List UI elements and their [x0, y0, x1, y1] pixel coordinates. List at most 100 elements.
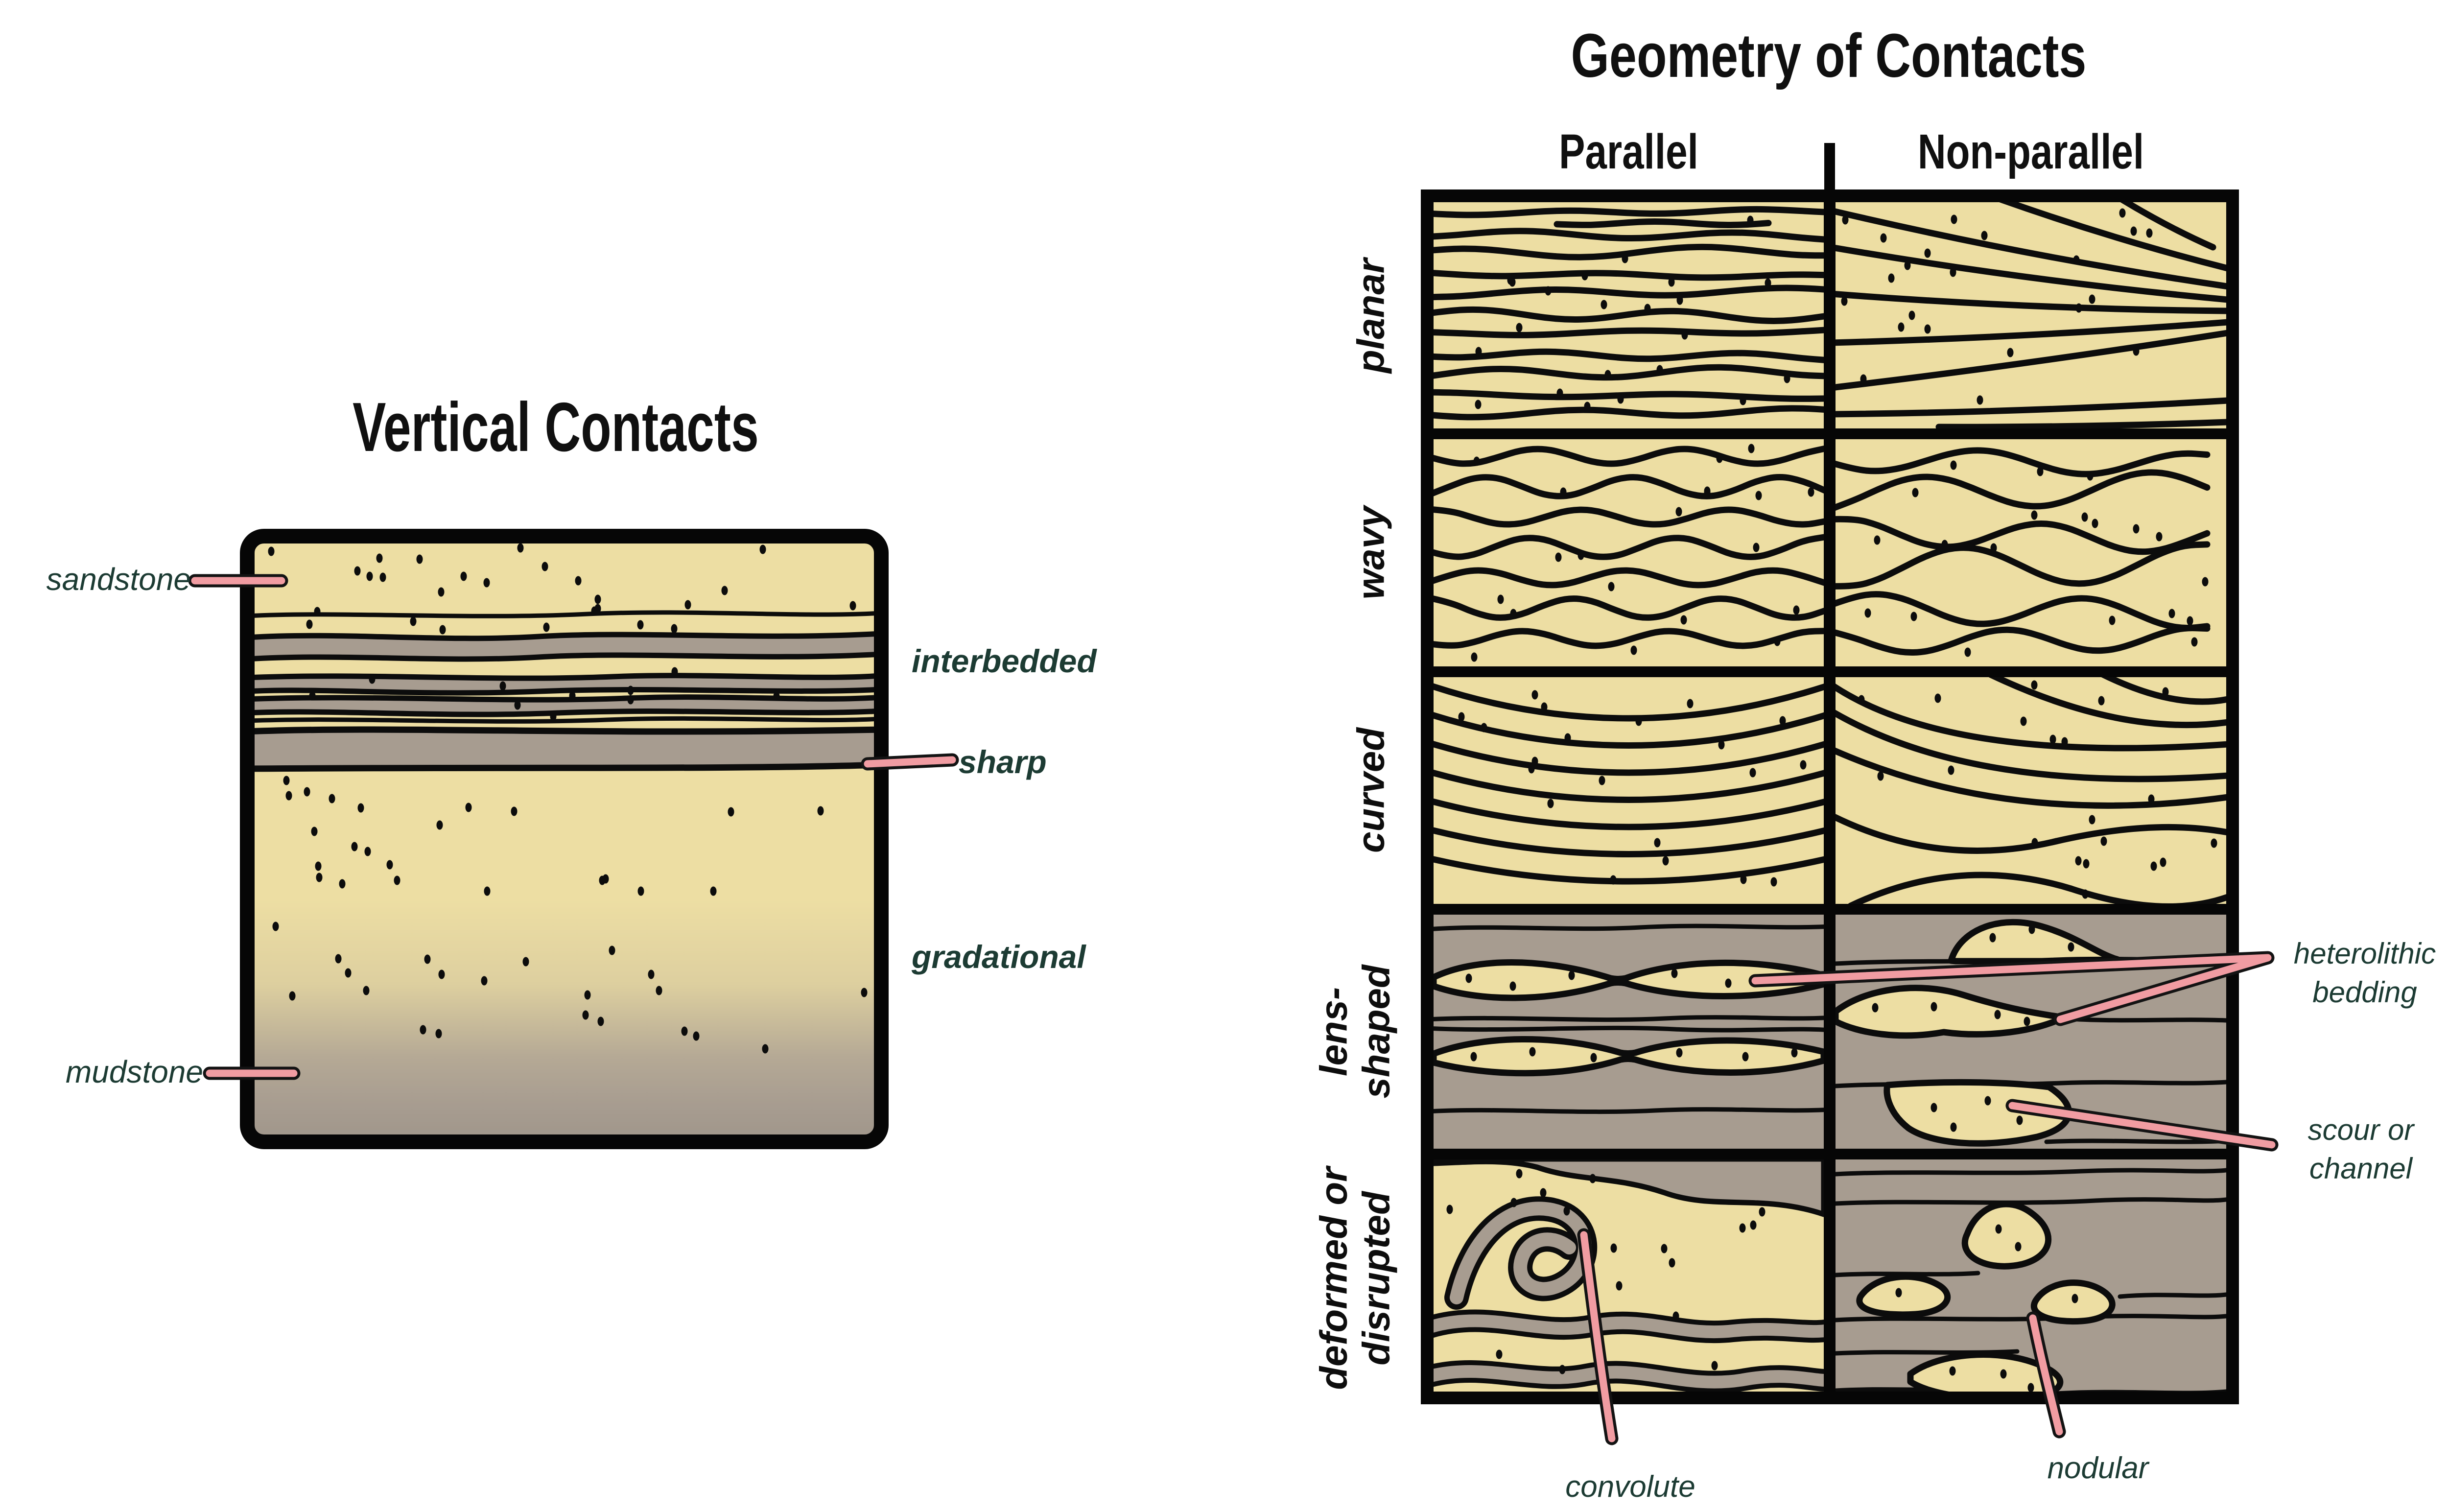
cell-planar-parallel	[1434, 206, 1824, 421]
row-label-line: deformed or	[1312, 1167, 1355, 1390]
bed-contact-line	[1836, 397, 2226, 418]
sand-grain-dot	[1507, 275, 1514, 285]
column-header-nonparallel: Non-parallel	[1917, 124, 2144, 179]
sand-grain-dot	[1990, 543, 1997, 553]
sand-grain-dot	[2028, 924, 2035, 934]
sand-grain-dot	[1930, 1002, 1937, 1012]
bed-contact-line	[1836, 814, 2060, 854]
sand-grain-dot	[2061, 737, 2068, 747]
vertical-contacts-figure	[240, 529, 889, 1149]
bed-contact-line	[2120, 202, 2216, 251]
sand-grain-dot	[436, 820, 443, 830]
sand-grain-dot	[1981, 231, 1988, 240]
sand-grain-dot	[1568, 970, 1575, 980]
sand-grain-dot	[1661, 1244, 1668, 1253]
sand-grain-dot	[376, 553, 383, 563]
sand-grain-dot	[394, 875, 400, 885]
sand-grain-dots	[1471, 444, 1814, 662]
sand-grain-dot	[656, 986, 662, 995]
sand-grain-dot	[2031, 838, 2038, 848]
sand-grain-dot	[2156, 532, 2163, 542]
sand-grain-dot	[1656, 365, 1663, 375]
sand-grain-dot	[2037, 467, 2044, 476]
interbed-mud-layer	[247, 673, 881, 696]
sand-grain-dot	[2073, 255, 2080, 265]
sand-grain-dot	[710, 886, 717, 896]
sand-grain-dot	[1725, 978, 1732, 988]
leader-lines	[188, 574, 2279, 1445]
sand-grain-dot	[420, 1025, 426, 1035]
sand-grain-dot	[311, 827, 318, 836]
sand-grain-dot	[285, 791, 292, 801]
sand-grain-dot	[1994, 1010, 2001, 1019]
bed-contact-line	[1434, 628, 1824, 649]
sand-grain-dot	[2089, 815, 2095, 825]
sand-grain-dot	[1481, 723, 1487, 732]
sand-grain-dot	[416, 554, 423, 564]
sand-grain-dot	[499, 681, 506, 691]
sand-grain-dot	[1808, 487, 1814, 497]
right-panel-title: Geometry of Contacts	[1571, 21, 2087, 90]
bed-contact-line	[1434, 243, 1824, 260]
sand-grain-dot	[1622, 254, 1628, 263]
sand-nodule	[1961, 1201, 2052, 1270]
sand-grain-dot	[1872, 1003, 1879, 1013]
sand-grain-dot	[1654, 838, 1661, 848]
sand-grain-dot	[1934, 693, 1941, 703]
sand-grain-dot	[2024, 1016, 2030, 1026]
sand-grain-dot	[1755, 491, 1762, 500]
bed-contact-line	[2053, 824, 2226, 845]
sand-grain-dot	[335, 954, 342, 964]
sand-grain-dot	[364, 847, 371, 856]
sand-grain-dot	[2148, 794, 2155, 804]
sand-grain-dot	[1989, 933, 1996, 943]
heterolithic-leader	[1751, 954, 2272, 1023]
sand-grain-dot	[1858, 695, 1865, 705]
sand-grain-dots	[1864, 460, 2209, 657]
sand-grain-dot	[369, 674, 376, 684]
mudstone-label: mudstone	[65, 1054, 203, 1089]
sand-grain-dot	[609, 945, 615, 955]
sand-grain-dot	[1864, 608, 1871, 618]
bed-contact-line	[1434, 389, 1824, 402]
sand-grain-dot	[1559, 1365, 1566, 1374]
sand-grain-dot	[1924, 248, 1931, 258]
scour-leader	[2008, 1102, 2276, 1149]
bed-contact-line	[1434, 798, 1824, 830]
sand-grain-dot	[1545, 286, 1552, 296]
sand-grain-dot	[1753, 543, 1760, 552]
sand-grain-dot	[2130, 226, 2137, 236]
sand-grain-dot	[465, 803, 472, 812]
sand-grain-dot	[1888, 273, 1895, 283]
sand-grain-dot	[1749, 768, 1756, 778]
bed-contact-line	[1434, 348, 1824, 363]
sand-grain-dot	[2016, 1115, 2023, 1125]
deformed-mud-cap	[1434, 1159, 1824, 1217]
bed-contact-line	[1434, 769, 1824, 803]
bed-contact-line	[1836, 1197, 2226, 1206]
sand-grain-dot	[439, 625, 446, 635]
sand-grain-dot	[1860, 374, 1867, 384]
sand-grain-dot	[1669, 1258, 1675, 1268]
sand-grain-dot	[693, 1031, 700, 1041]
sand-grain-dot	[1984, 1096, 1991, 1106]
bed-contact-line	[1434, 534, 1824, 560]
sand-grain-dot	[671, 624, 678, 634]
sand-grain-dot	[272, 921, 279, 931]
column-divider	[1824, 202, 1836, 1398]
sand-grain-dot	[1908, 310, 1915, 320]
sand-grain-dot	[1874, 535, 1881, 545]
sand-grain-dot	[1930, 1103, 1937, 1112]
sand-grain-dot	[1765, 278, 1771, 288]
sand-grain-dot	[2068, 942, 2074, 952]
left-panel-title: Vertical Contacts	[353, 388, 759, 466]
sand-grain-dot	[1880, 233, 1887, 243]
sand-grain-dot	[366, 571, 373, 581]
sand-grain-dot	[584, 990, 591, 1000]
sand-grain-dot	[1599, 776, 1605, 785]
sand-grain-dot	[591, 606, 598, 616]
sandstone-label: sandstone	[46, 562, 191, 597]
sand-grain-dot	[2020, 716, 2027, 726]
sand-grain-dot	[2100, 836, 2107, 846]
row-label-wavy: wavy	[1349, 506, 1392, 600]
